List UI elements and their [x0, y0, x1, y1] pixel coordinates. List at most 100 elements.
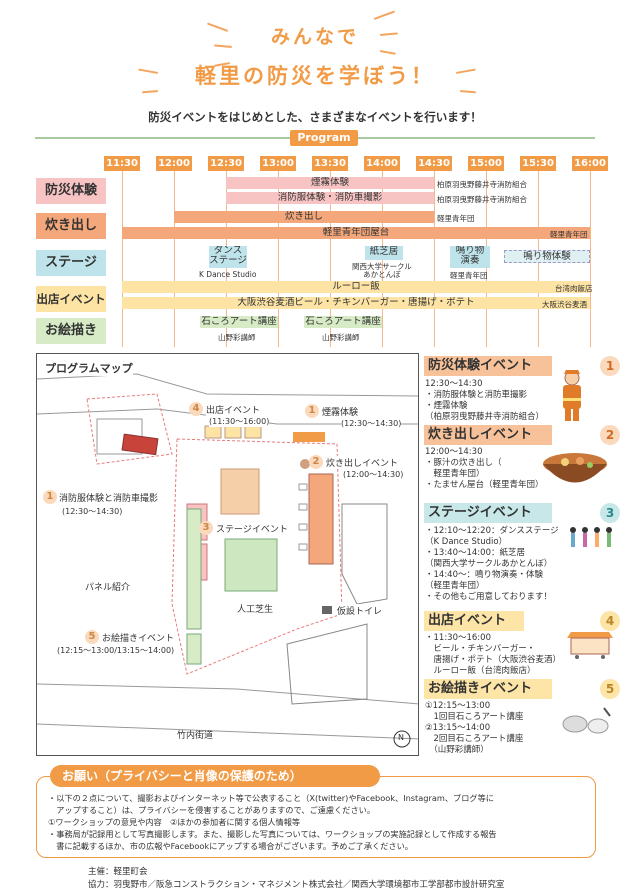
section-title-shutten: 出店イベント	[424, 611, 524, 631]
section-body-shutten: ・11:30〜16:00 ビール・チキンバーガー・ 唐揚げ・ポテト（大阪渋谷麦酒…	[425, 633, 562, 676]
bar-kamishibai: 紙芝居	[365, 246, 403, 260]
map-number-4: 4	[189, 402, 203, 416]
map-label-smoke: 煙霧体験	[322, 405, 359, 418]
bar-rurohan: ルーロー飯	[122, 281, 590, 293]
ray-decoration	[373, 10, 396, 20]
row-label-stage: ステージ	[36, 250, 106, 276]
time-label: 11:30	[104, 156, 140, 171]
note-yamano: 山野彩講師	[322, 333, 360, 342]
time-label: 12:00	[156, 156, 192, 171]
note-kdance: K Dance Studio	[199, 270, 257, 279]
map-number-5: 5	[85, 630, 99, 644]
time-label: 12:30	[208, 156, 244, 171]
section-body-bosai: 12:30〜14:30 ・消防服体験と消防車撮影 ・煙霧体験 （柏原羽曳野藤井寺…	[425, 379, 545, 422]
ray-decoration	[459, 90, 477, 94]
note-seinendan: 軽里青年団	[437, 214, 475, 223]
subtitle: 防災イベントをはじめとした、さまざまなイベントを行います！	[148, 110, 482, 124]
dancers-illustration	[570, 527, 612, 547]
ray-decoration	[379, 50, 396, 55]
note-taiwan: 台湾肉飯店	[555, 284, 593, 293]
stone-art-illustration	[562, 707, 611, 734]
section-body-stage: ・12:10〜12:20：ダンスステージ （K Dance Studio） ・1…	[425, 526, 559, 602]
grid-line	[122, 171, 123, 347]
section-title-bosai: 防災体験イベント	[424, 356, 552, 376]
row-label-oekaki: お絵描き	[36, 318, 106, 344]
section-number: 2	[600, 425, 620, 445]
map-label-oekaki: お絵描きイベント	[102, 631, 175, 644]
map-label-toilet: 仮設トイレ	[337, 604, 383, 617]
food-stall-illustration	[567, 632, 613, 659]
map-time-smoke: (12:30〜14:30)	[341, 418, 402, 429]
grid-line	[278, 171, 279, 347]
map-time-firefighter: (12:30〜14:30)	[62, 506, 123, 517]
bar-narimono: 鳴り物 演奏	[450, 246, 490, 268]
map-number-2: 2	[309, 455, 323, 469]
bar-stone-1: 石ころアート講座	[200, 316, 278, 328]
time-label: 14:00	[364, 156, 400, 171]
grid-line	[174, 171, 175, 347]
notice-line: ・事務局が記録用として写真撮影します。また、撮影した写真については、ワークショッ…	[48, 829, 497, 839]
bar-smoke: 煙霧体験	[226, 177, 434, 189]
map-number-3: 3	[199, 521, 213, 535]
section-number: 5	[600, 679, 620, 699]
note-yamano: 山野彩講師	[218, 333, 256, 342]
title-line-1: みんなで	[270, 26, 359, 48]
section-title-oekaki: お絵描きイベント	[424, 679, 552, 699]
note-seinendan: 軽里青年団	[450, 271, 488, 280]
map-label-firefighter: 消防服体験と消防車撮影	[59, 491, 159, 504]
bar-yatai: 軽里青年団屋台	[122, 227, 590, 239]
note-fire-dept: 柏原羽曳野藤井寺消防組合	[437, 195, 527, 204]
map-label-street: 竹内街道	[177, 731, 214, 741]
notice-line: 書に記載するほか、市の広報やFacebookにアップする場合がございます。予めご…	[48, 841, 413, 851]
section-number: 3	[600, 503, 620, 523]
bar-cooking: 炊き出し	[174, 211, 434, 223]
bar-firefighter: 消防服体験・消防車撮影	[226, 192, 434, 204]
time-label: 13:30	[312, 156, 348, 171]
notice-line: ・以下の２点について、撮影およびインターネット等で公表すること（X(twitte…	[48, 793, 494, 803]
section-body-oekaki: ①12:15〜13:00 1回目石ころアート講座 ②13:15〜14:00 2回…	[425, 701, 524, 755]
bar-stone-2: 石ころアート講座	[304, 316, 382, 328]
grid-line	[330, 171, 331, 347]
map-label-stage: ステージイベント	[216, 522, 288, 535]
map-label-shutten: 出店イベント	[206, 403, 261, 416]
firefighter-illustration	[563, 370, 581, 421]
row-label-takidashi: 炊き出し	[36, 213, 106, 239]
time-label: 13:00	[260, 156, 296, 171]
section-title-stage: ステージイベント	[424, 503, 552, 523]
map-drawing	[37, 373, 418, 748]
time-label: 15:30	[520, 156, 556, 171]
map-title: プログラムマップ	[45, 360, 133, 376]
note-seinendan: 軽里青年団	[550, 230, 588, 239]
bar-dance: ダンス ステージ	[209, 246, 247, 268]
time-label: 14:30	[416, 156, 452, 171]
notice-line: ①ワークショップの意見や内容 ②ほかの参加者に関する個人情報等	[48, 817, 301, 827]
bar-food: 大阪渋谷麦酒ビール・チキンバーガー・唐揚げ・ポテト	[122, 297, 590, 309]
time-label: 15:00	[468, 156, 504, 171]
footer-cooperation: 協力：羽曳野市／阪急コンストラクション・マネジメント株式会社／関西大学環境都市工…	[88, 880, 505, 890]
ray-decoration	[141, 90, 159, 94]
tonjiru-bowl-illustration	[543, 453, 607, 483]
note-kandai: 関西大学サークル あかとんぼ	[352, 262, 412, 279]
map-number-1: 1	[43, 490, 57, 504]
map-time-oekaki: (12:15〜13:00/13:15〜14:00)	[57, 645, 175, 656]
section-number: 4	[600, 611, 620, 631]
footer-organizer: 主催：軽里町会	[88, 867, 148, 877]
map-label-turf: 人工芝生	[237, 602, 274, 615]
section-body-takidashi: 12:00〜14:30 ・豚汁の炊き出し（ 軽里青年団） ・たません屋台（軽里青…	[425, 447, 544, 490]
map-label-cooking: 炊き出しイベント	[326, 456, 399, 469]
row-label-bosai: 防災体験	[36, 178, 106, 204]
section-title-takidashi: 炊き出しイベント	[424, 425, 552, 445]
notice-title: お願い（プライバシーと肖像の保護のため）	[50, 765, 380, 787]
time-label: 16:00	[572, 156, 608, 171]
note-fire-dept: 柏原羽曳野藤井寺消防組合	[437, 180, 527, 189]
section-number: 1	[600, 356, 620, 376]
row-label-shutten: 出店イベント	[36, 286, 106, 312]
map-label-panel: パネル紹介	[85, 580, 131, 593]
notice-line: アップすること）は、プライバシーを侵害することがありますので、ご遠慮ください。	[48, 805, 376, 815]
north-icon: N	[398, 733, 404, 742]
map-time-cooking: (12:00〜14:30)	[343, 469, 404, 480]
grid-line	[590, 171, 591, 347]
grid-line	[434, 171, 435, 347]
title-line-2: 軽里の防災を学ぼう！	[195, 64, 435, 88]
note-beer: 大阪渋谷麦酒	[542, 300, 587, 309]
